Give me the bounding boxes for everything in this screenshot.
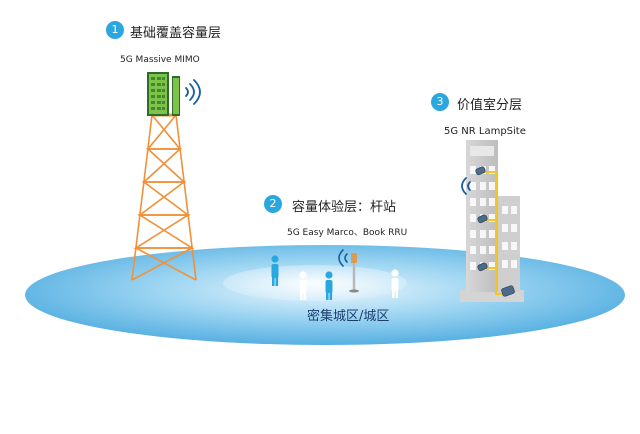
person-icon [325, 271, 333, 300]
wifi-signal-icon [338, 249, 348, 267]
person-icon [271, 255, 279, 286]
lampsite-head-icon [477, 214, 488, 224]
pole-site-icon [349, 252, 359, 293]
lampsite-head-icon [501, 285, 515, 297]
wifi-signal-icon [185, 79, 201, 105]
layer-2-subtitle: 5G Easy Marco、Book RRU [287, 228, 408, 238]
layer-3-number-badge: 3 [431, 93, 449, 111]
person-icon [391, 269, 399, 298]
layer-1-subtitle: 5G Massive MIMO [120, 55, 200, 65]
lampsite-head-icon [475, 166, 486, 176]
ground-area-label: 密集城区/城区 [307, 309, 390, 324]
layer-1-title: 基础覆盖容量层 [130, 26, 222, 41]
layer-3-subtitle: 5G NR LampSite [444, 126, 526, 137]
wifi-signal-icon [461, 177, 471, 195]
layer-1-number-badge: 1 [106, 21, 124, 39]
layer-2-number-badge: 2 [264, 195, 282, 213]
inner-coverage-ellipse [223, 265, 407, 301]
layer-2-title: 容量体验层：杆站 [292, 200, 397, 215]
lampsite-head-icon [477, 262, 488, 272]
massive-mimo-antenna-icon [147, 72, 180, 116]
person-icon [299, 271, 307, 300]
layer-3-title: 价值室分层 [457, 98, 523, 113]
